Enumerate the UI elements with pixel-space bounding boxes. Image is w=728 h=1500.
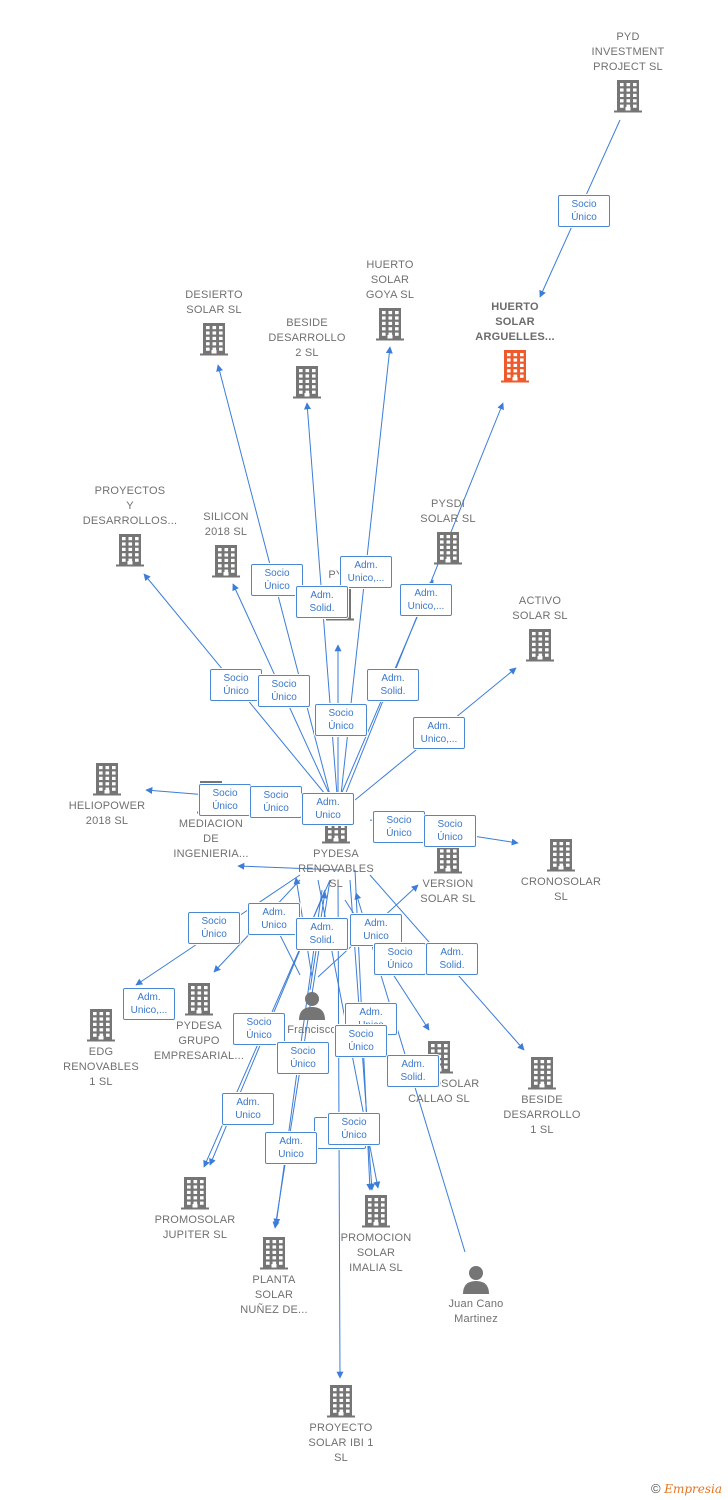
company-node-heliopower[interactable]: HELIOPOWER 2018 SL — [47, 762, 167, 829]
relation-badge[interactable]: Adm. Solid. — [296, 918, 348, 950]
node-label: VERSION SOLAR SL — [420, 878, 476, 905]
relation-badge[interactable]: Adm. Unico — [350, 914, 402, 946]
node-label: PYSDI SOLAR SL — [420, 498, 476, 525]
node-label: HELIOPOWER 2018 SL — [68, 800, 146, 827]
relation-badge[interactable]: Socio Único — [188, 912, 240, 944]
relation-badge[interactable]: Socio Único — [315, 704, 367, 736]
relation-badge[interactable]: Adm. Solid. — [426, 943, 478, 975]
node-label: PROYECTOS Y DESARROLLOS... — [82, 485, 178, 527]
building-icon — [480, 628, 600, 662]
building-icon — [501, 838, 621, 872]
building-icon — [139, 982, 259, 1016]
copyright-symbol: © — [650, 1481, 661, 1496]
relation-badge[interactable]: Adm. Unico — [248, 903, 300, 935]
node-label: CRONOSOLAR SL — [520, 876, 602, 903]
relation-badge[interactable]: Adm. Solid. — [387, 1055, 439, 1087]
node-label: PROMOSOLAR JUPITER SL — [154, 1214, 236, 1241]
relation-badge[interactable]: Socio Único — [199, 784, 251, 816]
company-node-pydesa[interactable]: PYDESA RENOVABLES SL — [276, 810, 396, 892]
relation-badge[interactable]: Socio Único — [277, 1042, 329, 1074]
relation-badge[interactable]: Adm. Unico,... — [413, 717, 465, 749]
node-label: HUERTO SOLAR GOYA SL — [365, 259, 415, 301]
building-icon — [388, 840, 508, 874]
relation-badge[interactable]: Socio Único — [558, 195, 610, 227]
relation-edge-16 — [237, 862, 341, 871]
building-icon — [135, 1176, 255, 1210]
company-node-beside1[interactable]: BESIDE DESARROLLO 1 SL — [482, 1056, 602, 1138]
company-node-cronosolar[interactable]: CRONOSOLAR SL — [501, 838, 621, 905]
node-label: ACTIVO SOLAR SL — [512, 595, 568, 622]
building-icon — [41, 1008, 161, 1042]
brand-name: Empresia — [664, 1482, 722, 1496]
relation-badge[interactable]: Socio Único — [233, 1013, 285, 1045]
company-node-ibi[interactable]: PROYECTO SOLAR IBI 1 SL — [281, 1384, 401, 1466]
company-node-edg[interactable]: EDG RENOVABLES 1 SL — [41, 1008, 161, 1090]
footer-brand[interactable]: © Empresia — [651, 1481, 722, 1496]
relation-badge[interactable]: Socio Único — [373, 811, 425, 843]
company-node-proyectos[interactable]: PROYECTOS Y DESARROLLOS... — [70, 484, 190, 567]
node-label: BESIDE DESARROLLO 2 SL — [268, 317, 346, 359]
relation-badge[interactable]: Adm. Solid. — [296, 586, 348, 618]
building-icon — [47, 762, 167, 796]
relation-badge[interactable]: Adm. Unico — [265, 1132, 317, 1164]
company-node-desierto[interactable]: DESIERTO SOLAR SL — [154, 288, 274, 356]
node-label: PROYECTO SOLAR IBI 1 SL — [308, 1422, 374, 1464]
company-node-silicon[interactable]: SILICON 2018 SL — [166, 510, 286, 578]
building-icon — [214, 1236, 334, 1270]
company-node-nunez[interactable]: PLANTA SOLAR NUÑEZ DE... — [214, 1236, 334, 1318]
building-icon — [316, 1194, 436, 1228]
building-icon — [247, 365, 367, 399]
building-icon — [166, 544, 286, 578]
node-label: PYD INVESTMENT PROJECT SL — [591, 31, 665, 73]
node-label: MEDIACION DE INGENIERIA... — [173, 818, 249, 860]
relation-badge[interactable]: Socio Único — [210, 669, 262, 701]
relation-badge[interactable]: Socio Único — [251, 564, 303, 596]
relation-badge[interactable]: Socio Único — [374, 943, 426, 975]
building-icon — [388, 531, 508, 565]
company-node-huerto-goya[interactable]: HUERTO SOLAR GOYA SL — [330, 258, 450, 341]
company-node-activo[interactable]: ACTIVO SOLAR SL — [480, 594, 600, 662]
relation-badge[interactable]: Socio Único — [328, 1113, 380, 1145]
building-icon — [281, 1384, 401, 1418]
building-icon — [330, 307, 450, 341]
company-node-imalia[interactable]: PROMOCION SOLAR IMALIA SL — [316, 1194, 436, 1276]
node-label: PYDESA RENOVABLES SL — [298, 848, 374, 890]
company-node-huerto-arguelles[interactable]: HUERTO SOLAR ARGUELLES... — [455, 300, 575, 383]
company-node-beside2[interactable]: BESIDE DESARROLLO 2 SL — [247, 316, 367, 399]
relation-badge[interactable]: Adm. Unico — [302, 793, 354, 825]
company-node-pyd-investment[interactable]: PYD INVESTMENT PROJECT SL — [568, 30, 688, 113]
node-label: Juan Cano Martinez — [448, 1298, 504, 1325]
relation-badge[interactable]: Socio Único — [335, 1025, 387, 1057]
building-icon — [154, 322, 274, 356]
building-icon — [568, 79, 688, 113]
relation-badge[interactable]: Adm. Unico — [222, 1093, 274, 1125]
node-label: PYDESA GRUPO EMPRESARIAL... — [153, 1020, 245, 1062]
node-label: PLANTA SOLAR NUÑEZ DE... — [240, 1274, 308, 1316]
relation-badge[interactable]: Adm. Unico,... — [400, 584, 452, 616]
company-node-jupiter[interactable]: PROMOSOLAR JUPITER SL — [135, 1176, 255, 1243]
relation-badge[interactable]: Socio Único — [258, 675, 310, 707]
company-node-pysdi[interactable]: PYSDI SOLAR SL — [388, 497, 508, 565]
building-icon — [70, 533, 190, 567]
person-icon — [416, 1264, 536, 1294]
person-icon — [252, 990, 372, 1020]
person-node-juan[interactable]: Juan Cano Martinez — [416, 1264, 536, 1327]
node-label: PROMOCION SOLAR IMALIA SL — [340, 1232, 412, 1274]
relation-badge[interactable]: Adm. Unico,... — [340, 556, 392, 588]
company-node-pydesa-grupo[interactable]: PYDESA GRUPO EMPRESARIAL... — [139, 982, 259, 1064]
node-label: SILICON 2018 SL — [203, 511, 249, 538]
relation-badge[interactable]: Adm. Solid. — [367, 669, 419, 701]
node-label: BESIDE DESARROLLO 1 SL — [503, 1094, 581, 1136]
node-label: HUERTO SOLAR ARGUELLES... — [475, 301, 555, 343]
node-label: EDG RENOVABLES 1 SL — [63, 1046, 139, 1088]
relation-badge[interactable]: Adm. Unico,... — [123, 988, 175, 1020]
node-label: DESIERTO SOLAR SL — [185, 289, 243, 316]
relation-badge[interactable]: Socio Único — [250, 786, 302, 818]
building-icon — [455, 349, 575, 383]
building-icon — [482, 1056, 602, 1090]
relation-badge[interactable]: Socio Único — [424, 815, 476, 847]
company-node-version[interactable]: VERSION SOLAR SL — [388, 840, 508, 907]
